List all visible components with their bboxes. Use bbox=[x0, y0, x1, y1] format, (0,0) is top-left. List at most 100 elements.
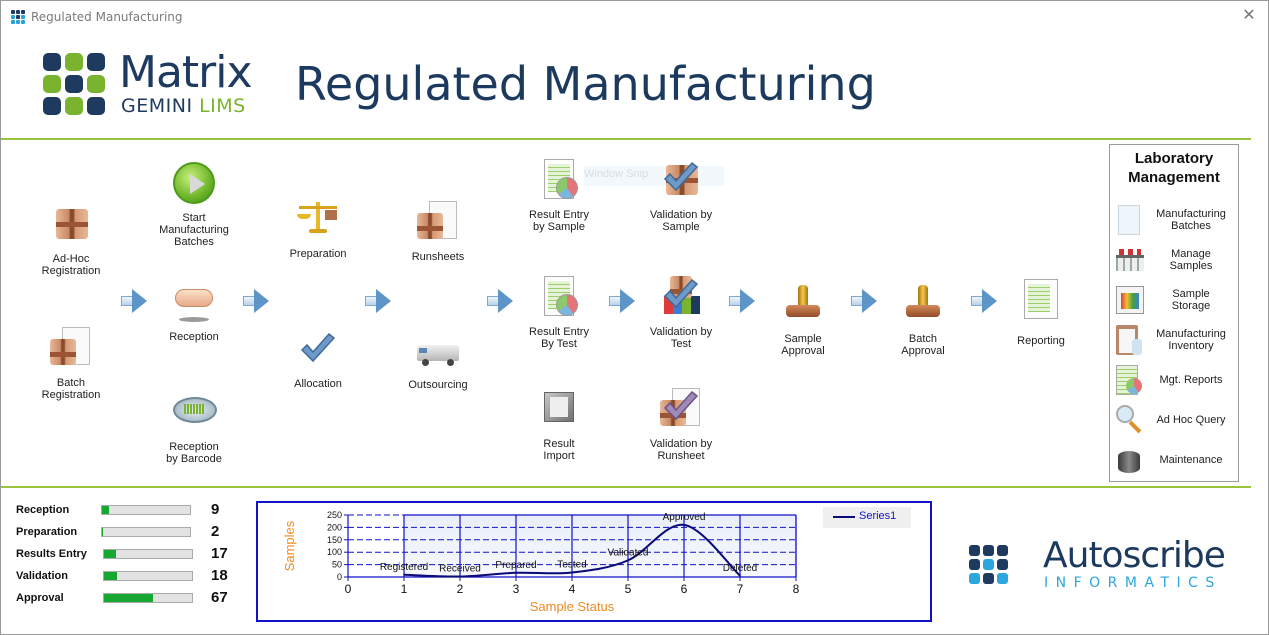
stamp-icon bbox=[780, 281, 826, 327]
spreadsheet-chart-icon bbox=[536, 274, 582, 320]
autoscribe-logo: Autoscribe INFORMATICS bbox=[951, 529, 1241, 599]
flow-arrow-icon bbox=[851, 289, 877, 313]
lab-item-sample-storage[interactable]: Sample Storage bbox=[1116, 283, 1234, 317]
footer-divider bbox=[1, 486, 1251, 488]
x-axis-label: Sample Status bbox=[530, 599, 615, 614]
window-title: Regulated Manufacturing bbox=[31, 10, 183, 24]
data-point bbox=[403, 573, 405, 576]
legend-series-label: Series1 bbox=[859, 510, 897, 522]
y-tick-label: 150 bbox=[327, 535, 342, 545]
progress-fill bbox=[102, 506, 109, 514]
lab-item-manage-samples[interactable]: Manage Samples bbox=[1116, 243, 1234, 277]
data-label: Registered bbox=[380, 562, 428, 573]
data-label: Received bbox=[439, 564, 481, 575]
stat-row-results-entry: Results Entry 17 bbox=[16, 545, 228, 562]
clipboard-icon bbox=[1116, 325, 1142, 355]
test-check-icon bbox=[658, 274, 704, 320]
wf-preparation[interactable]: Preparation bbox=[276, 196, 360, 260]
wf-runsheets[interactable]: Runsheets bbox=[396, 199, 480, 263]
x-tick-label: 6 bbox=[681, 582, 688, 596]
wf-ad-hoc-registration[interactable]: Ad-Hoc Registration bbox=[31, 201, 111, 277]
logo-text-sub: GEMINI LIMS bbox=[121, 95, 246, 117]
scales-icon bbox=[295, 196, 341, 242]
progress-bar bbox=[103, 549, 193, 559]
autoscribe-logo-icon bbox=[969, 545, 1009, 585]
y-tick-label: 250 bbox=[327, 510, 342, 520]
stamp-icon bbox=[900, 281, 946, 327]
data-point bbox=[571, 571, 573, 574]
progress-bar bbox=[103, 571, 193, 581]
x-tick-label: 1 bbox=[401, 582, 408, 596]
data-point bbox=[459, 575, 461, 578]
wf-validation-by-runsheet[interactable]: Validation by Runsheet bbox=[637, 386, 725, 462]
lab-management-title: Laboratory Management bbox=[1128, 150, 1220, 186]
wf-reception[interactable]: Reception bbox=[151, 279, 237, 343]
wf-start-manufacturing-batches[interactable]: Start Manufacturing Batches bbox=[151, 160, 237, 248]
progress-fill bbox=[102, 528, 103, 536]
flow-arrow-icon bbox=[971, 289, 997, 313]
runsheet-check-icon bbox=[658, 386, 704, 432]
wf-sample-approval[interactable]: Sample Approval bbox=[761, 281, 845, 357]
report-chart-icon bbox=[1116, 365, 1142, 395]
x-tick-label: 7 bbox=[737, 582, 744, 596]
progress-bar bbox=[101, 527, 191, 537]
flow-arrow-icon bbox=[609, 289, 635, 313]
flow-arrow-icon bbox=[121, 289, 147, 313]
y-tick-label: 100 bbox=[327, 547, 342, 557]
stat-row-preparation: Preparation 2 bbox=[16, 523, 220, 540]
wf-validation-by-sample[interactable]: Validation by Sample bbox=[637, 157, 725, 233]
lab-item-manufacturing-batches[interactable]: Manufacturing Batches bbox=[1116, 203, 1234, 237]
flow-arrow-icon bbox=[365, 289, 391, 313]
y-tick-label: 0 bbox=[337, 572, 342, 582]
lab-item-mgt-reports[interactable]: Mgt. Reports bbox=[1116, 363, 1234, 397]
wf-validation-by-test[interactable]: Validation by Test bbox=[637, 274, 725, 350]
stat-row-validation: Validation 18 bbox=[16, 567, 228, 584]
y-tick-label: 50 bbox=[332, 560, 342, 570]
lab-item-manufacturing-inventory[interactable]: Manufacturing Inventory bbox=[1116, 323, 1234, 357]
wf-reporting[interactable]: Reporting bbox=[1001, 277, 1081, 347]
data-point bbox=[683, 524, 685, 526]
progress-bar bbox=[103, 593, 193, 603]
barcode-icon bbox=[171, 389, 217, 435]
autoscribe-subtitle: INFORMATICS bbox=[1044, 575, 1222, 591]
lab-item-maintenance[interactable]: Maintenance bbox=[1116, 443, 1234, 477]
sample-rack-icon bbox=[1116, 245, 1144, 275]
wf-result-entry-by-sample[interactable]: Result Entry by Sample bbox=[516, 157, 602, 233]
flow-arrow-icon bbox=[487, 289, 513, 313]
lab-item-ad-hoc-query[interactable]: Ad Hoc Query bbox=[1116, 403, 1234, 437]
magnifier-icon bbox=[1116, 405, 1142, 435]
flow-arrow-icon bbox=[729, 289, 755, 313]
x-tick-label: 8 bbox=[793, 582, 800, 596]
spreadsheet-chart-icon bbox=[536, 157, 582, 203]
chart-legend: Series1 bbox=[823, 507, 911, 528]
x-tick-label: 0 bbox=[345, 582, 352, 596]
x-tick-label: 3 bbox=[513, 582, 520, 596]
app-icon bbox=[11, 10, 25, 24]
close-button[interactable]: ✕ bbox=[1240, 7, 1258, 25]
data-label: Approved bbox=[663, 512, 706, 523]
close-icon: ✕ bbox=[1242, 7, 1256, 24]
x-tick-label: 2 bbox=[457, 582, 464, 596]
wf-reception-by-barcode[interactable]: Reception by Barcode bbox=[151, 389, 237, 465]
page-title: Regulated Manufacturing bbox=[295, 57, 876, 111]
import-icon bbox=[536, 386, 582, 432]
data-label: Tested bbox=[557, 560, 586, 571]
van-icon bbox=[415, 327, 461, 373]
wf-allocation[interactable]: Allocation bbox=[276, 326, 360, 390]
data-label: Deleted bbox=[723, 563, 757, 574]
wf-result-entry-by-test[interactable]: Result Entry By Test bbox=[516, 274, 602, 350]
wf-result-import[interactable]: Result Import bbox=[516, 386, 602, 462]
wf-batch-registration[interactable]: Batch Registration bbox=[31, 325, 111, 401]
progress-bar bbox=[101, 505, 191, 515]
wf-outsourcing[interactable]: Outsourcing bbox=[396, 327, 480, 391]
laboratory-management-panel: Laboratory Management Manufacturing Batc… bbox=[1109, 144, 1239, 482]
matrix-logo-icon bbox=[43, 53, 109, 115]
storage-icon bbox=[1116, 285, 1144, 315]
data-point bbox=[515, 571, 517, 574]
title-bar: Regulated Manufacturing ✕ bbox=[1, 1, 1268, 33]
wf-batch-approval[interactable]: Batch Approval bbox=[881, 281, 965, 357]
stat-row-approval: Approval 67 bbox=[16, 589, 228, 606]
